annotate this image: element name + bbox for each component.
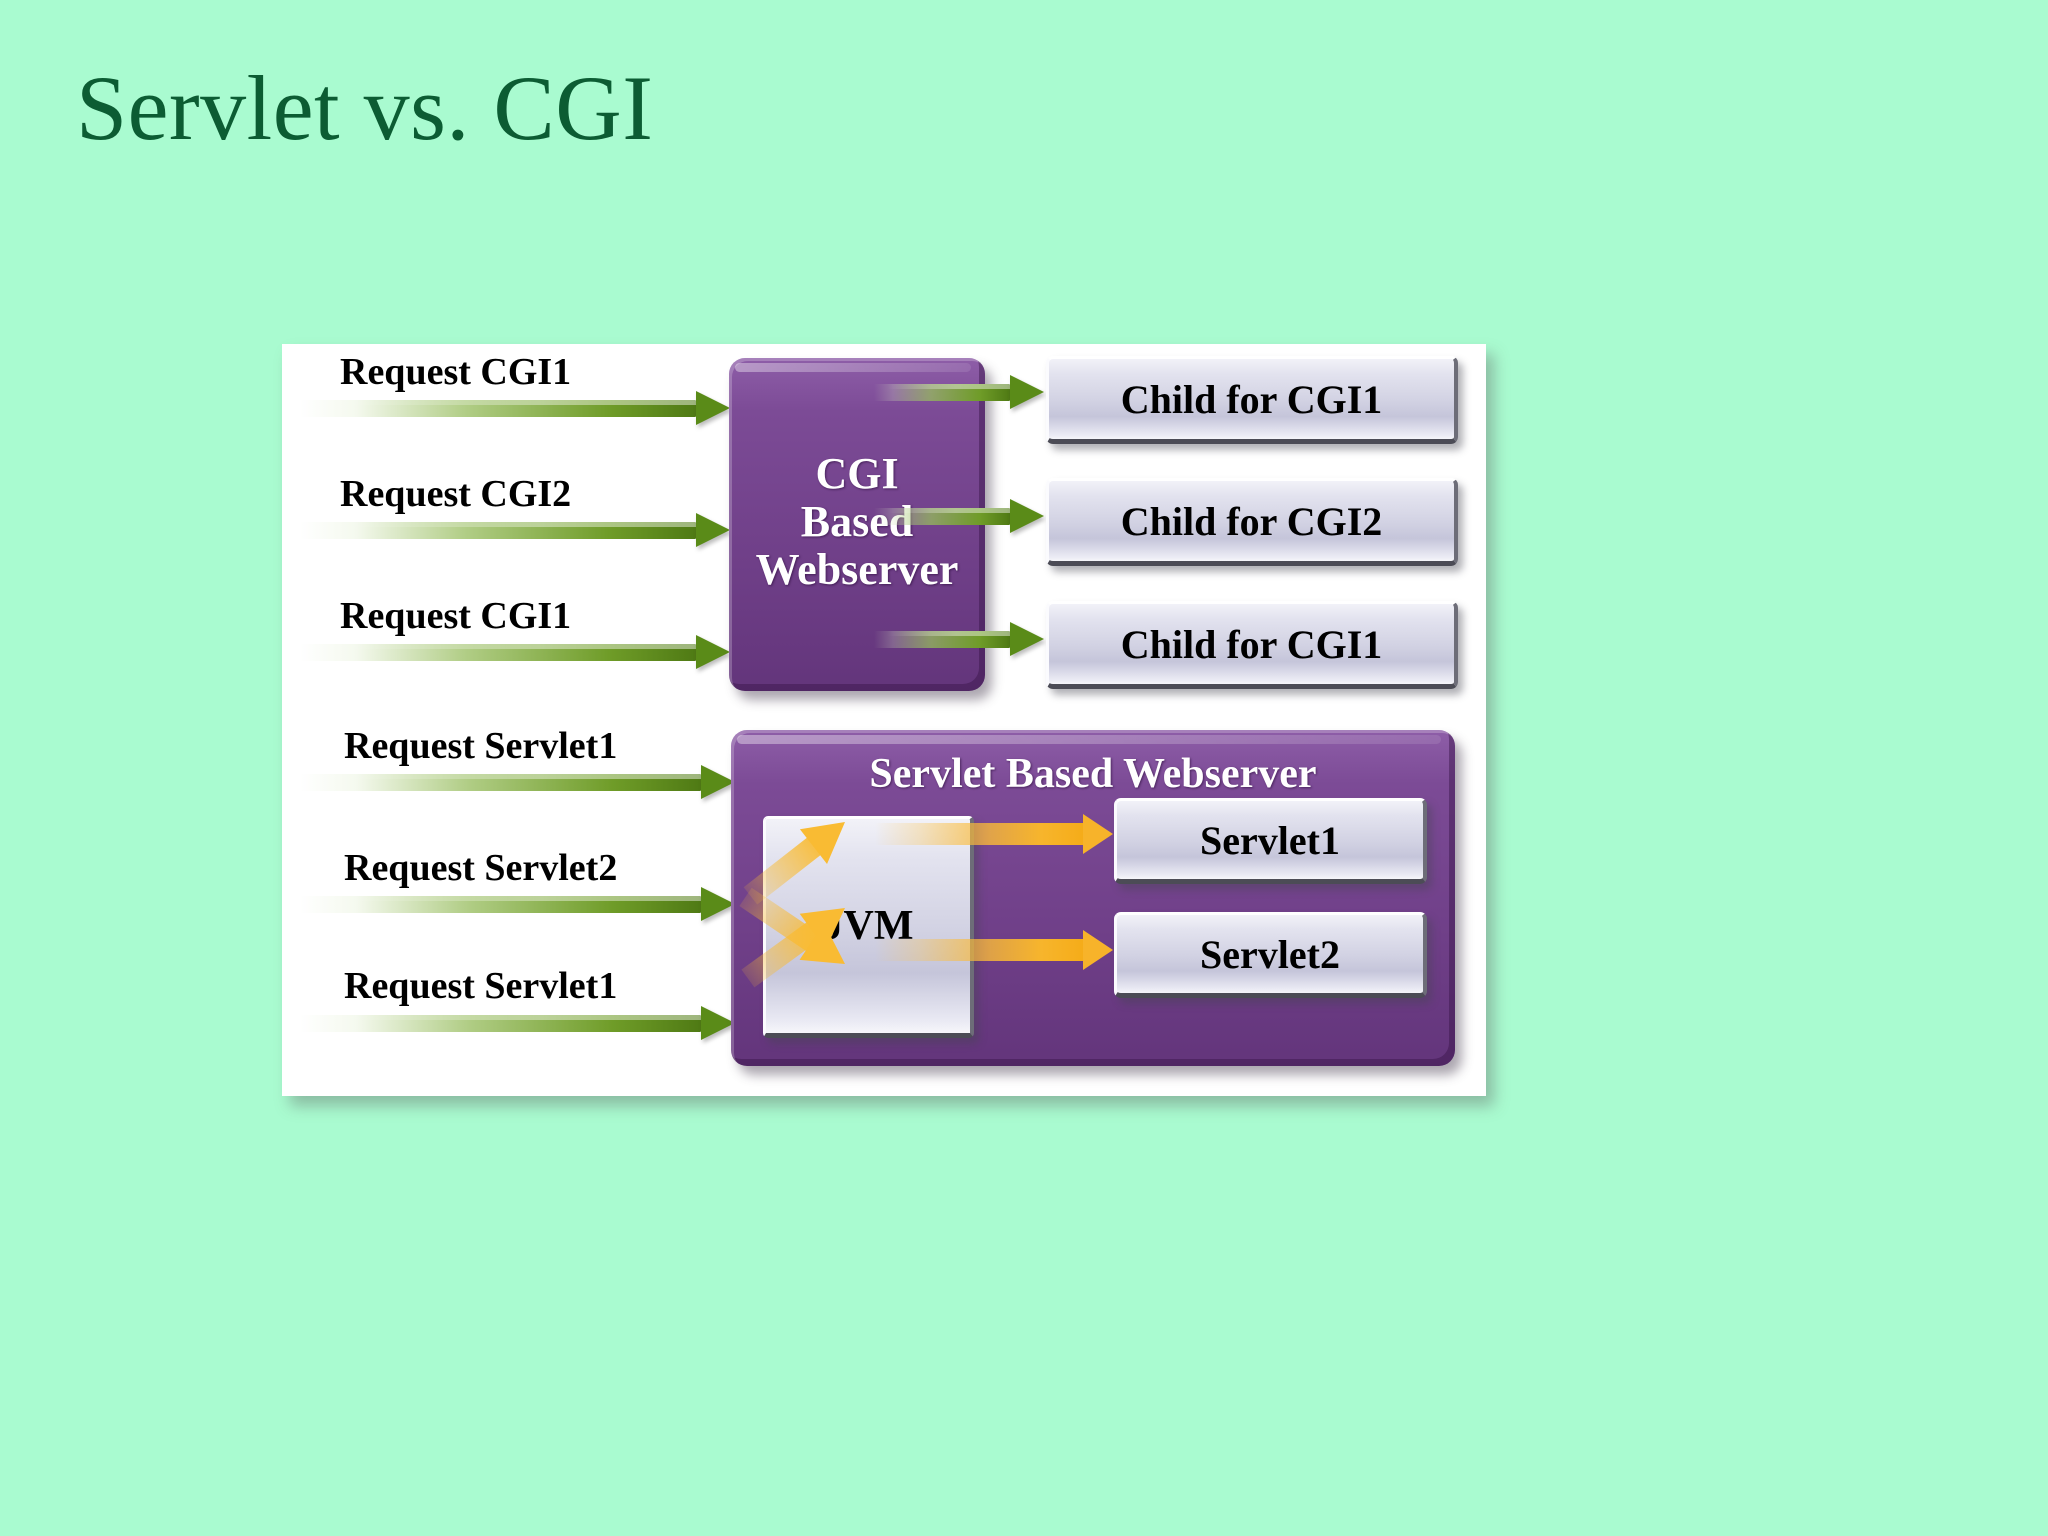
- arrow-head-icon: [1010, 375, 1044, 409]
- page-title: Servlet vs. CGI: [76, 57, 654, 159]
- cgi-based-webserver-box[interactable]: CGI Based Webserver: [729, 358, 985, 691]
- request-arrow-cgi1-b: [300, 635, 730, 669]
- arrow-head-icon: [701, 765, 735, 799]
- cgi-server-label-line1: CGI: [815, 449, 899, 498]
- arrow-shaft: [300, 522, 696, 539]
- child-box-cgi2[interactable]: Child for CGI2: [1046, 478, 1458, 566]
- request-label-servlet1-b: Request Servlet1: [344, 965, 618, 1007]
- servlet-box-label: Servlet2: [1200, 931, 1340, 977]
- jvm-outbound-arrow-servlet1: [875, 814, 1113, 854]
- child-box-cgi1-b[interactable]: Child for CGI1: [1046, 601, 1458, 689]
- arrow-head-icon: [1010, 499, 1044, 533]
- arrow-head-icon: [1010, 622, 1044, 656]
- request-arrow-servlet1-b: [300, 1006, 735, 1040]
- cgi-server-label-line2: Based: [800, 497, 914, 546]
- box-highlight: [735, 363, 971, 372]
- servlet-based-webserver-box[interactable]: Servlet Based Webserver JVM S: [731, 730, 1455, 1066]
- arrow-head-icon: [696, 391, 730, 425]
- request-label-cgi2: Request CGI2: [340, 473, 572, 515]
- arrow-shaft: [300, 400, 696, 417]
- servlet-server-title: Servlet Based Webserver: [869, 751, 1317, 797]
- arrow-shaft: [300, 774, 701, 791]
- arrow-head-icon: [696, 513, 730, 547]
- diagram-panel: Request CGI1 Request CGI2 Request CGI1 C…: [282, 344, 1486, 1096]
- servlet-box-2[interactable]: Servlet2: [1114, 912, 1427, 998]
- request-label-cgi1-b: Request CGI1: [340, 595, 572, 637]
- arrow-head-icon: [701, 887, 735, 921]
- child-box-cgi1-a[interactable]: Child for CGI1: [1046, 356, 1458, 444]
- servlet-box-label: Servlet1: [1200, 817, 1340, 863]
- cgi-server-label-line3: Webserver: [755, 545, 959, 594]
- arrow-shaft: [875, 823, 1083, 845]
- child-box-label: Child for CGI1: [1120, 621, 1383, 667]
- arrow-shaft: [875, 939, 1083, 961]
- jvm-outbound-arrow-servlet2: [875, 930, 1113, 970]
- request-arrow-servlet2: [300, 887, 735, 921]
- arrow-shaft: [300, 896, 701, 913]
- arrow-shaft: [300, 1015, 701, 1032]
- request-label-cgi1-a: Request CGI1: [340, 351, 572, 393]
- servlet-box-1[interactable]: Servlet1: [1114, 798, 1427, 884]
- request-label-servlet1-a: Request Servlet1: [344, 725, 618, 767]
- box-highlight: [737, 735, 1441, 744]
- arrow-shaft: [300, 644, 696, 661]
- request-arrow-cgi2: [300, 513, 730, 547]
- arrow-head-icon: [701, 1006, 735, 1040]
- request-arrow-servlet1-a: [300, 765, 735, 799]
- arrow-head-icon: [1083, 930, 1113, 970]
- request-arrow-cgi1-a: [300, 391, 730, 425]
- request-label-servlet2: Request Servlet2: [344, 847, 618, 889]
- child-box-label: Child for CGI2: [1120, 498, 1383, 544]
- arrow-head-icon: [696, 635, 730, 669]
- arrow-head-icon: [1083, 814, 1113, 854]
- child-box-label: Child for CGI1: [1120, 376, 1383, 422]
